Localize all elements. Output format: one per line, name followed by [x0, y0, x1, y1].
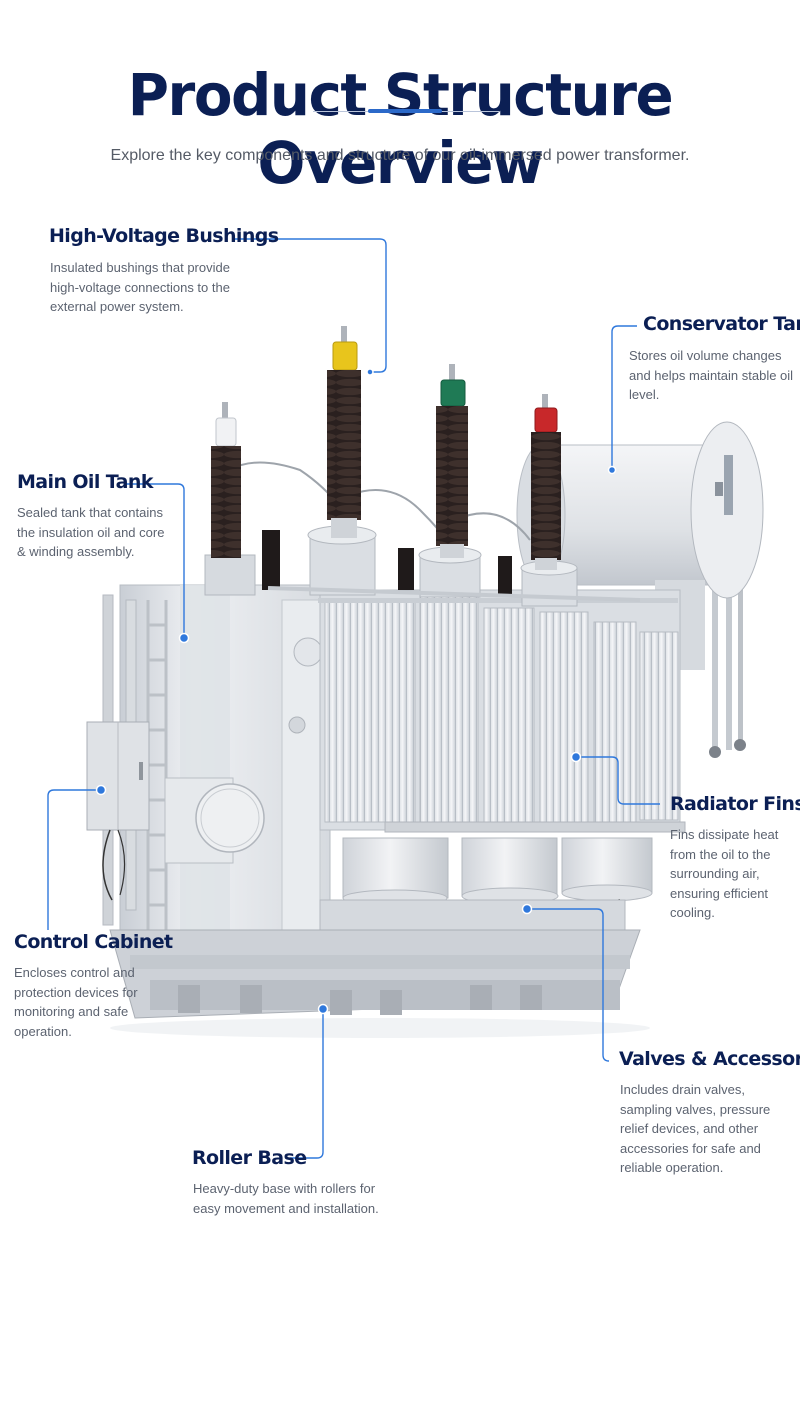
callout-control-cabinet-desc: Encloses control and protection devices … [14, 965, 138, 1039]
tap-changer-graphic [342, 837, 653, 911]
page-subtitle: Explore the key components and structure… [110, 147, 690, 164]
leader-base [290, 1009, 324, 1159]
leader-control-cabinet [47, 789, 101, 930]
callout-conservator-title: Conservator Tank [643, 313, 800, 335]
callout-valves-title: Valves & Accessories [619, 1048, 800, 1070]
leader-dot-base [317, 1003, 329, 1015]
leader-valves [527, 908, 610, 1062]
bushing-left [211, 402, 241, 558]
leader-main-tank [125, 483, 185, 638]
leader-dot-bushings [366, 368, 374, 376]
page-title: Product Structure Overview [127, 60, 674, 197]
leader-conservator [611, 325, 637, 470]
main-tank-graphic [86, 584, 331, 961]
radiator-fins-graphic [318, 589, 686, 833]
callout-valves-desc: Includes drain valves, sampling valves, … [620, 1082, 771, 1175]
leader-dot-control-cabinet [95, 784, 107, 796]
bushing-red [531, 394, 561, 570]
bushing-yellow [327, 326, 361, 538]
leader-radiator [576, 756, 660, 805]
roller-base-graphic [109, 899, 650, 1038]
callout-conservator-desc: Stores oil volume changes and helps main… [629, 348, 794, 402]
callout-bushings-desc: Insulated bushings that provide high-vol… [50, 260, 230, 314]
callout-bushings-title: High-Voltage Bushings [49, 225, 279, 247]
bushing-green [436, 364, 468, 558]
leader-dot-main-tank [178, 632, 190, 644]
bushing-turrets-graphic [204, 461, 641, 607]
leader-bushings [234, 238, 387, 373]
callout-main-tank-title: Main Oil Tank [17, 471, 153, 493]
leader-dot-conservator [607, 465, 617, 475]
callout-control-cabinet-title: Control Cabinet [14, 931, 173, 953]
callout-main-tank-desc: Sealed tank that contains the insulation… [17, 505, 165, 559]
leader-dot-radiator [570, 751, 582, 763]
callout-radiator-desc: Fins dissipate heat from the oil to the … [670, 827, 779, 920]
leader-dot-valves [521, 903, 533, 915]
callout-base-title: Roller Base [192, 1147, 307, 1169]
title-divider-accent [368, 109, 442, 113]
callout-leader-lines [47, 238, 660, 1159]
callout-radiator-title: Radiator Fins [670, 793, 800, 815]
callout-base-desc: Heavy-duty base with rollers for easy mo… [193, 1181, 379, 1216]
